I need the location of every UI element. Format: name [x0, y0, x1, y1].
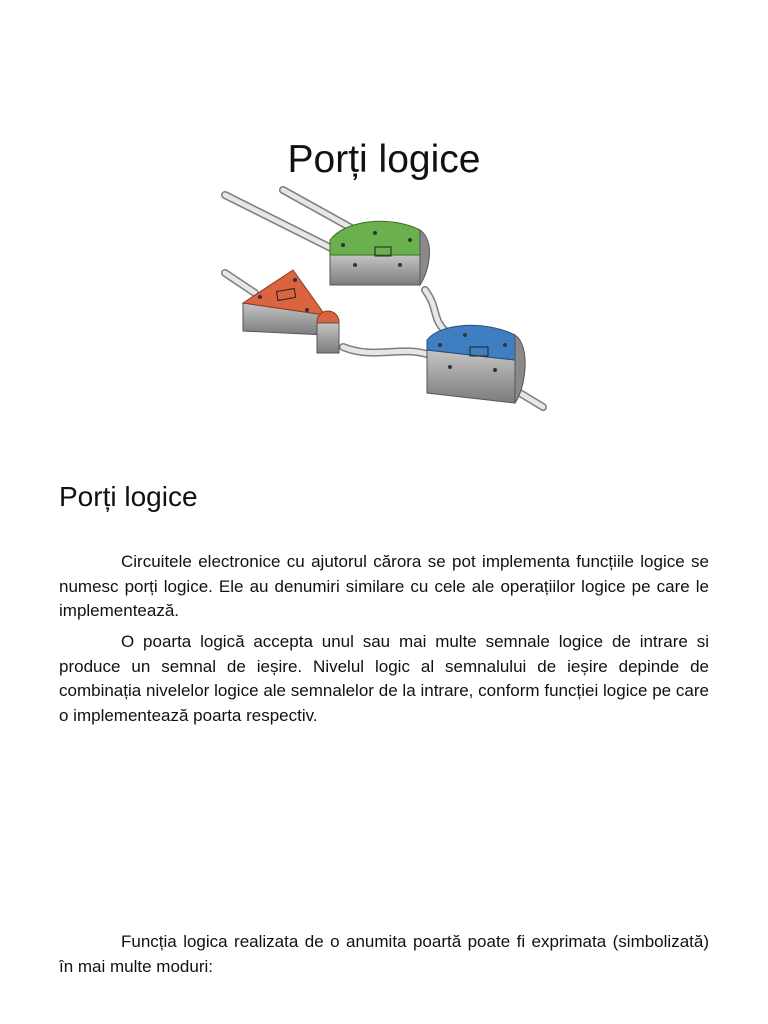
logic-gates-illustration [215, 185, 555, 415]
page-title: Porți logice [287, 138, 481, 181]
section-heading: Porți logice [59, 481, 198, 512]
paragraph-2: O poarta logică accepta unul sau mai mul… [59, 632, 709, 725]
paragraph-3: Funcția logica realizata de o anumita po… [59, 932, 709, 976]
green-gate [329, 220, 430, 287]
orange-gate [241, 269, 340, 354]
blue-gate [426, 324, 526, 405]
paragraph-1: Circuitele electronice cu ajutorul căror… [59, 552, 709, 620]
